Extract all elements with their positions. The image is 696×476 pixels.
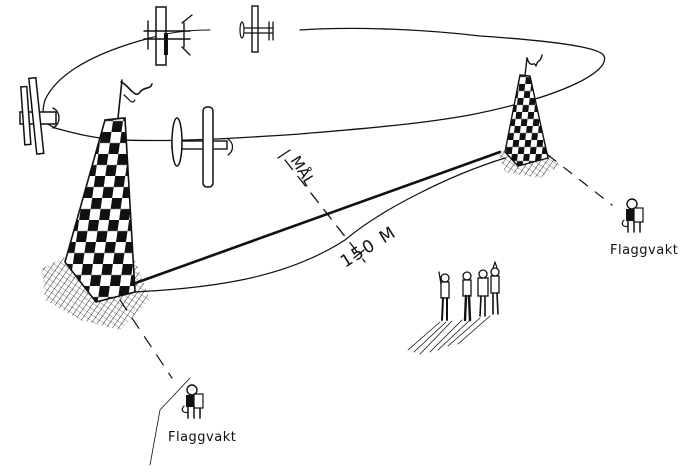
airplane-top-right <box>239 5 274 53</box>
flag-marshal-left-label: Flaggvakt <box>168 430 237 445</box>
airplane-left <box>19 76 60 155</box>
spectator <box>462 271 472 322</box>
flag-marshal-right <box>621 198 644 233</box>
spectator <box>438 271 450 321</box>
airplane-top-left <box>143 6 193 66</box>
distance-label: 150 M <box>337 222 401 272</box>
spectator <box>490 261 500 315</box>
finish-line <box>284 159 366 263</box>
course-line-lower <box>134 157 506 293</box>
marshal-line-right <box>547 154 613 206</box>
flag-marshal-left <box>181 384 204 419</box>
marshal-line-left <box>119 299 173 379</box>
airplane-center <box>171 106 234 188</box>
spectator <box>477 269 489 317</box>
finish-line-label: MÅL <box>287 152 320 189</box>
flag-marshal-right-label: Flaggvakt <box>610 243 679 258</box>
left-pylon <box>64 79 153 303</box>
course-line <box>128 150 502 287</box>
flight-path-top <box>149 29 211 39</box>
right-pylon <box>504 54 549 167</box>
spectators <box>407 261 500 355</box>
